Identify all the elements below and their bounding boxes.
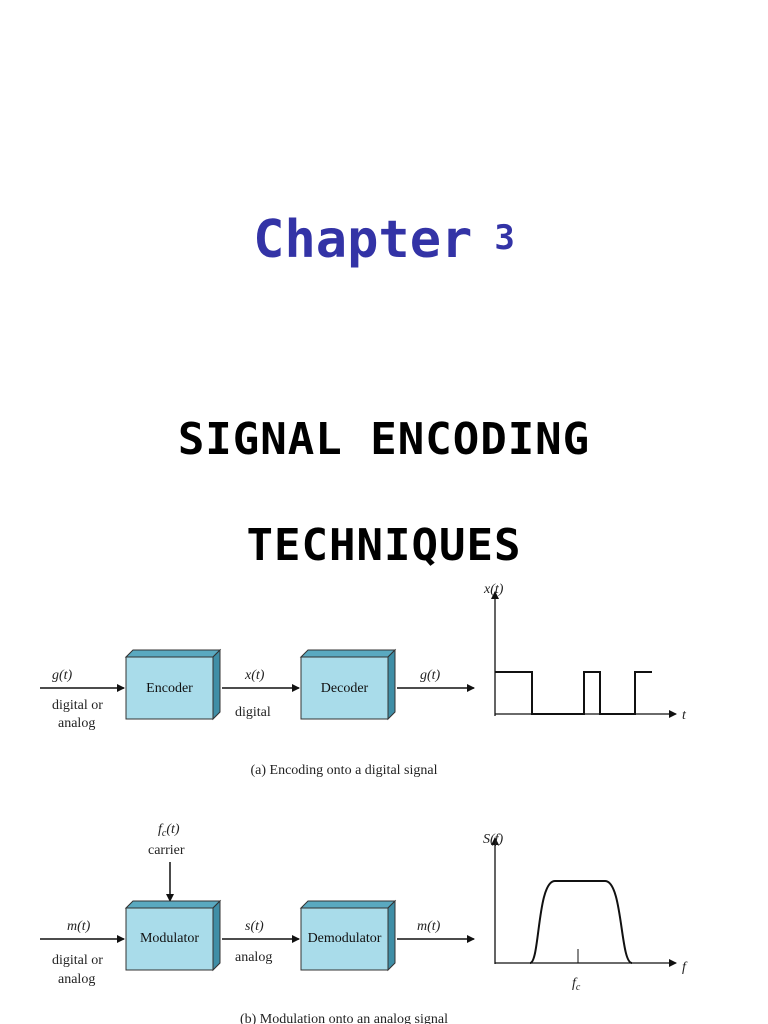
- mid-note-b: analog: [235, 950, 272, 965]
- decoder-block: Decoder: [299, 648, 397, 721]
- mid-signal-label-b: s(t): [245, 919, 264, 934]
- encoder-label: Encoder: [146, 681, 193, 696]
- input-note-1-b: digital or: [52, 953, 103, 968]
- plot-b-tick-label: fc: [572, 976, 581, 993]
- output-signal-label-b: m(t): [417, 919, 441, 934]
- encoding-figure: g(t) digital or analog Encoder x(t) digi…: [40, 582, 688, 1024]
- chapter-word: Chapter: [253, 210, 473, 270]
- modulator-block: Modulator: [124, 899, 222, 972]
- input-note-2: analog: [58, 716, 95, 731]
- carrier-signal-label: fc(t): [158, 822, 180, 839]
- input-signal-label-b: m(t): [67, 919, 91, 934]
- plot-a-ylabel: x(t): [483, 582, 504, 597]
- modulator-label: Modulator: [140, 931, 199, 946]
- input-note-1: digital or: [52, 698, 103, 713]
- demodulator-label: Demodulator: [308, 931, 382, 946]
- demodulator-block: Demodulator: [299, 899, 397, 972]
- digital-waveform: [495, 671, 652, 715]
- caption-b: (b) Modulation onto an analog signal: [240, 1012, 448, 1024]
- plot-a-xlabel: t: [682, 708, 687, 723]
- carrier-note: carrier: [148, 843, 185, 858]
- spectrum-plot: S(f) f fc: [483, 832, 688, 993]
- figure-a: g(t) digital or analog Encoder x(t) digi…: [40, 582, 687, 778]
- input-signal-label: g(t): [52, 668, 73, 683]
- output-signal-label: g(t): [420, 668, 441, 683]
- mid-signal-label: x(t): [244, 668, 265, 683]
- caption-a: (a) Encoding onto a digital signal: [250, 763, 437, 778]
- figure-b: fc(t) carrier m(t) digital or analog Mod…: [40, 822, 688, 1024]
- spectrum-curve: [529, 880, 633, 964]
- title-line-2: TECHNIQUES: [246, 520, 522, 571]
- chapter-number: 3: [494, 218, 515, 258]
- encoder-block: Encoder: [124, 648, 222, 721]
- plot-b-xlabel: f: [682, 960, 688, 975]
- title-line-1: SIGNAL ENCODING: [177, 414, 591, 465]
- decoder-label: Decoder: [321, 681, 369, 696]
- chapter-heading: Chapter 3: [0, 210, 768, 270]
- mid-note: digital: [235, 705, 271, 720]
- plot-b-ylabel: S(f): [483, 832, 504, 847]
- digital-signal-plot: x(t) t: [483, 582, 687, 723]
- input-note-2-b: analog: [58, 972, 95, 987]
